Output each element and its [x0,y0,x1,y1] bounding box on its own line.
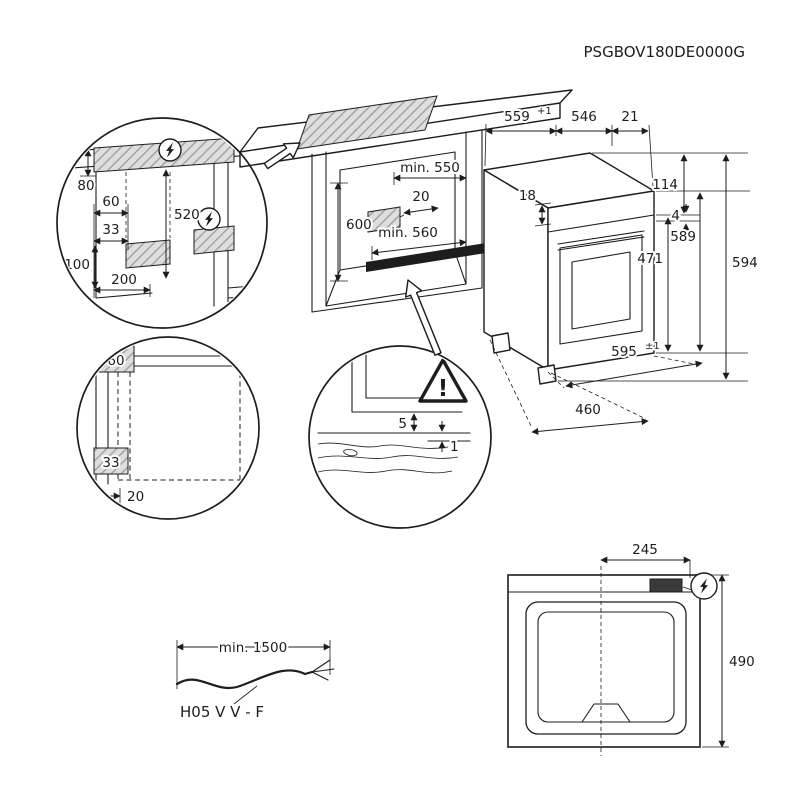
detail-circle-outline [56,117,268,329]
top-view-cavity-inner [537,611,675,723]
wood-grain-lines [317,442,459,474]
detail-circle-outline [308,345,492,529]
dim-label-245: 245 [632,542,658,558]
dim-line-460 [531,418,649,435]
lightning-bolt-icon [700,578,708,594]
cable-frayed-end [311,659,335,681]
top-view-outline [507,574,701,748]
dim-line-20 [403,205,439,216]
dim-label-520: 520 [174,207,200,223]
detail-circle-outline [76,336,260,520]
oven-top-view: 245 490 [507,540,757,756]
dim-label-114: 114 [652,177,678,193]
top-view-extension-lines [682,560,729,748]
dim-label-min550: min. 550 [400,160,460,176]
lightning-bolt-icon [205,211,213,227]
top-view-cavity-outer [525,601,687,735]
plan-zone-33-hatched [93,447,129,475]
niche-socket-zone-hatched [367,206,401,233]
cable-curve [175,669,314,690]
dim-label-595-tol: ±1 [645,341,660,352]
dim-label-460: 460 [575,402,601,418]
cable-type-label: H05 V V - F [180,703,264,721]
detail-electrical-positions: 80 60 520 33 100 200 [56,117,301,329]
oven-front-details [547,214,655,345]
dim-label-1: 1 [450,439,459,455]
dim-label-33a: 33 [102,222,119,238]
dim-label-200: 200 [111,272,137,288]
detail-construction-dashed [125,172,171,238]
top-view-fan-housing [581,703,631,723]
dim-label-21: 21 [621,109,638,125]
dim-label-559: 559 [504,109,530,125]
power-cable-drawing: min. 1500 H05 V V - F [175,638,335,723]
detail-electrical-content: 80 60 520 33 100 200 [59,136,265,307]
detail-plan-content: 60 33 20 [81,345,255,507]
dim-label-4: 4 [671,208,680,224]
dim-label-546: 546 [571,109,597,125]
dim-label-80: 80 [77,178,94,194]
dim-label-600: 600 [346,217,372,233]
dim-label-589: 589 [670,229,696,245]
lightning-bolt-icon [166,142,174,158]
socket-zone-low-hatched [125,239,171,269]
dim-label-20b: 20 [127,489,144,505]
oven-front-face [547,190,655,371]
dim-label-595: 595 [611,344,637,360]
callout-arrow-top [263,142,301,170]
detail-rear-gap: ! 5 1 [308,279,492,529]
warning-triangle-icon [418,358,468,403]
top-view-terminal-box [649,578,683,593]
extension-lines-dashed [489,339,700,429]
socket-zone-side-hatched [193,225,235,255]
plan-lines [81,355,255,489]
cable-leader-line [233,685,258,705]
dimensions-main: min. 550 20 600 min. 560 559 +1 546 21 1… [330,105,760,435]
dim-label-min560: min. 560 [378,225,438,241]
lightning-symbol-1 [158,138,182,162]
lightning-symbol-2 [197,207,221,231]
document-code: PSGBOV180DE0000G [584,43,745,61]
dim-line-min560 [371,239,467,256]
dim-label-490: 490 [729,654,755,670]
dim-label-18: 18 [519,188,536,204]
oven-isometric [483,152,655,385]
rear-profile-lines [317,348,471,442]
lightning-symbol-3 [690,572,718,600]
dim-line-595 [565,360,703,389]
niche-rear-bar [366,243,486,272]
warning-exclamation: ! [438,376,449,402]
callout-arrow-center [405,279,442,356]
dim-label-33b: 33 [102,455,119,471]
dim-label-559-tol: +1 [537,106,552,117]
dim-label-min1500: min. 1500 [219,640,287,656]
detail-plan-view: 60 33 20 [76,336,260,520]
plan-oven-outline-dashed [117,372,241,481]
dim-label-5: 5 [398,416,407,432]
dim-label-594: 594 [732,255,758,271]
detail-rear-content: ! 5 1 [317,348,471,474]
dim-label-60b: 60 [107,353,124,369]
dim-label-471: 471 [637,251,663,267]
hob-cutout-hatched [296,95,438,150]
dim-label-20: 20 [412,189,429,205]
dim-label-60a: 60 [102,194,119,210]
